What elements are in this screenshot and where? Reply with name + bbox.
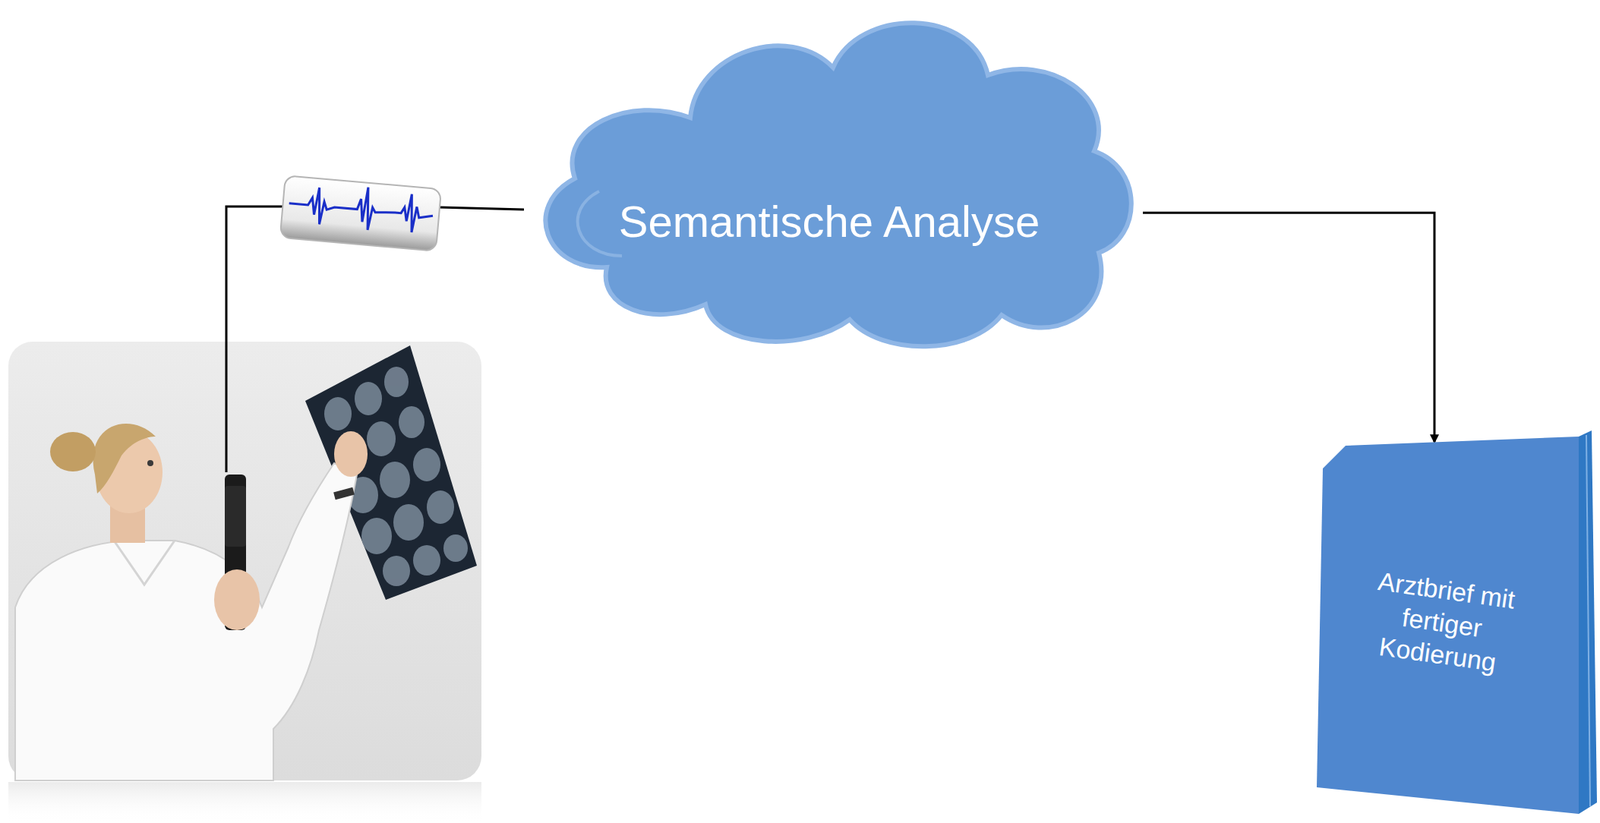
node-label: Semantische Analyse (601, 194, 1058, 250)
audio-wire (438, 207, 524, 210)
audio-wire (226, 206, 283, 473)
audio-waveform (280, 175, 442, 252)
document-box: Arztbrief mit fertiger Kodierung (1316, 430, 1597, 817)
doctor-photo (8, 341, 482, 823)
cloud-shape (515, 5, 1143, 357)
flow-arrow (1142, 212, 1435, 442)
process-cloud: Semantische Analyse (515, 5, 1143, 357)
